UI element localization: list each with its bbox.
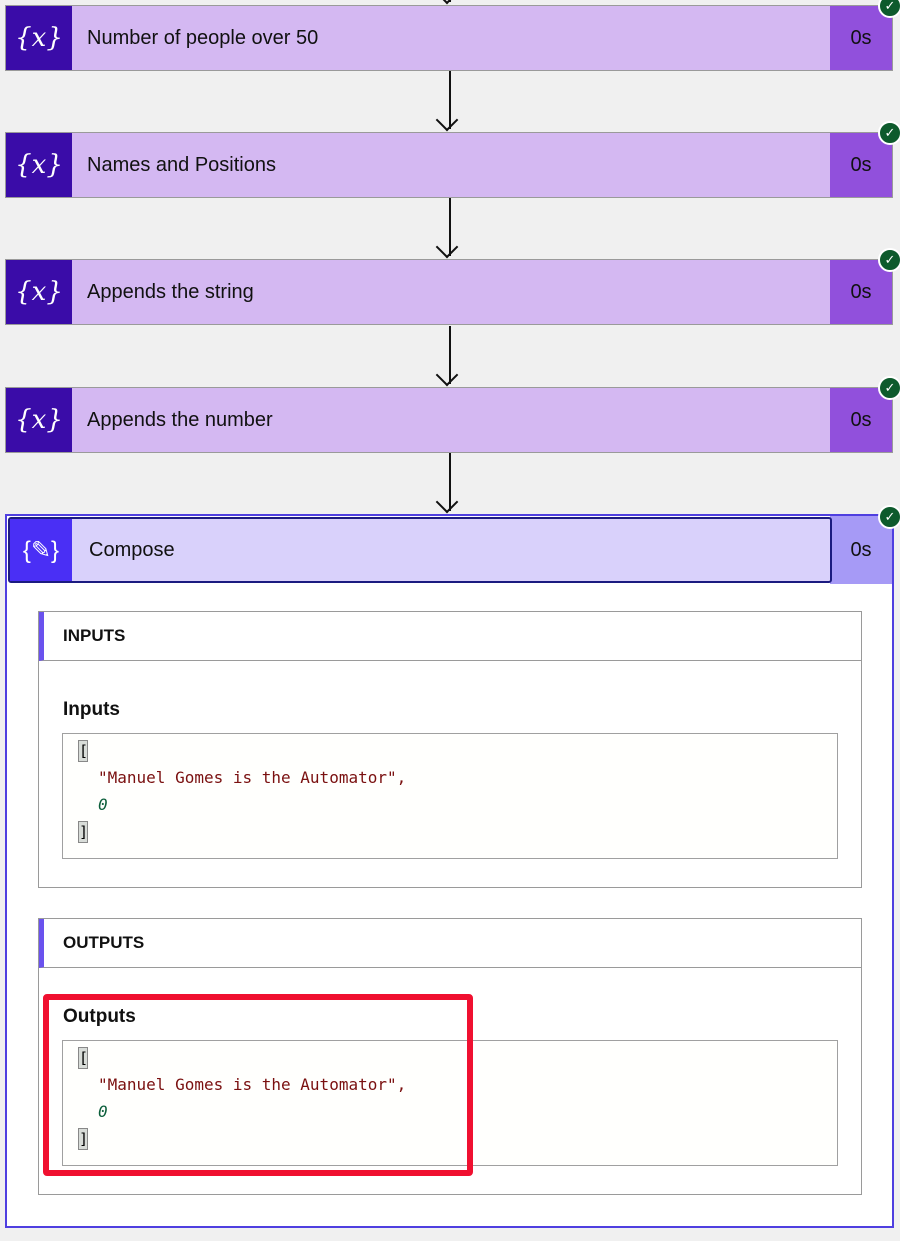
step-duration: 0s — [830, 516, 892, 584]
connector-arrow — [449, 71, 451, 129]
outputs-code-view[interactable]: [ "Manuel Gomes is the Automator", 0 ] — [62, 1040, 838, 1166]
step-card-number-of-people[interactable]: {x} Number of people over 50 0s — [5, 5, 893, 71]
step-card-appends-string[interactable]: {x} Appends the string 0s — [5, 259, 893, 325]
step-title: Names and Positions — [87, 153, 276, 176]
step-duration: 0s — [830, 133, 892, 197]
bracket-open: [ — [78, 740, 89, 762]
connector-arrow — [449, 326, 451, 384]
step-title: Appends the number — [87, 408, 273, 431]
step-title: Compose — [89, 538, 175, 561]
step-duration: 0s — [830, 388, 892, 452]
highlight-annotation — [43, 994, 473, 1176]
compose-card: 0s {✎} Compose INPUTS Inputs [ "Manuel G… — [5, 514, 894, 1228]
step-title: Appends the string — [87, 280, 254, 303]
inputs-section: INPUTS Inputs [ "Manuel Gomes is the Aut… — [38, 611, 862, 888]
step-duration: 0s — [830, 6, 892, 70]
bracket-open: [ — [78, 1047, 89, 1069]
connector-arrow — [449, 453, 451, 511]
bracket-close: ] — [78, 1128, 89, 1150]
json-number: 0 — [98, 795, 108, 814]
bracket-close: ] — [78, 821, 89, 843]
json-string: "Manuel Gomes is the Automator", — [98, 1075, 407, 1094]
compose-pencil-icon: {✎} — [10, 519, 72, 581]
variable-icon: {x} — [6, 133, 72, 197]
json-number: 0 — [98, 1102, 108, 1121]
outputs-label: Outputs — [63, 1006, 136, 1027]
step-title: Number of people over 50 — [87, 26, 319, 49]
compose-header[interactable]: {✎} Compose — [8, 517, 832, 583]
inputs-code-view[interactable]: [ "Manuel Gomes is the Automator", 0 ] — [62, 733, 838, 859]
step-duration: 0s — [830, 260, 892, 324]
outputs-section-header[interactable]: OUTPUTS — [39, 919, 861, 968]
step-card-names-positions[interactable]: {x} Names and Positions 0s — [5, 132, 893, 198]
outputs-section: OUTPUTS Outputs [ "Manuel Gomes is the A… — [38, 918, 862, 1195]
step-card-appends-number[interactable]: {x} Appends the number 0s — [5, 387, 893, 453]
success-check-icon: ✓ — [878, 121, 900, 145]
variable-icon: {x} — [6, 388, 72, 452]
success-check-icon: ✓ — [878, 505, 900, 529]
connector-arrow — [449, 0, 451, 2]
variable-icon: {x} — [6, 260, 72, 324]
success-check-icon: ✓ — [878, 248, 900, 272]
inputs-section-header[interactable]: INPUTS — [39, 612, 861, 661]
inputs-label: Inputs — [63, 699, 120, 720]
success-check-icon: ✓ — [878, 376, 900, 400]
connector-arrow — [449, 198, 451, 256]
variable-icon: {x} — [6, 6, 72, 70]
json-string: "Manuel Gomes is the Automator", — [98, 768, 407, 787]
success-check-icon: ✓ — [878, 0, 900, 18]
